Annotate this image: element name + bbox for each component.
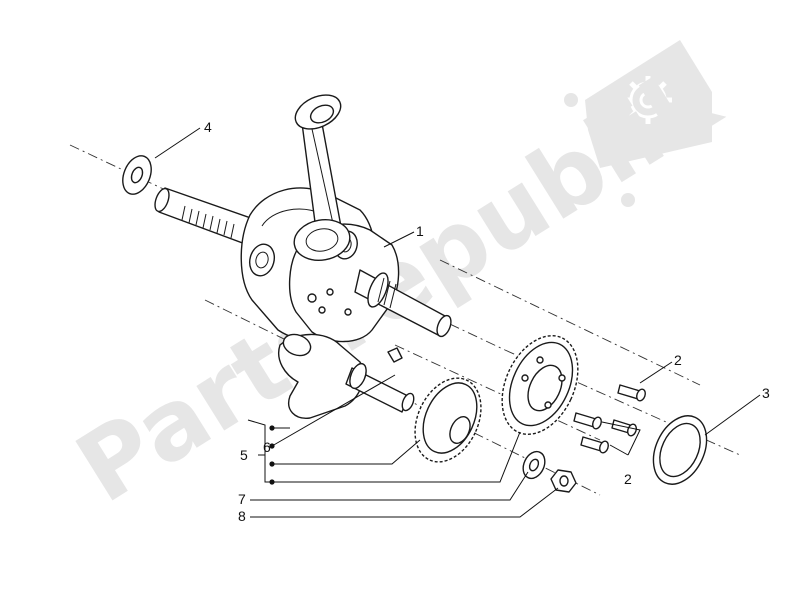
callout-4: 4 <box>204 119 212 135</box>
callout-bracket-bullets <box>269 425 275 485</box>
screw-upper <box>617 384 646 402</box>
axis-lower <box>394 344 601 441</box>
thrust-washer-part-4 <box>122 155 152 195</box>
timing-gear <box>501 335 579 435</box>
callout-2-upper: 2 <box>674 352 682 368</box>
axis-upper-right <box>439 259 701 386</box>
callout-2-lower: 2 <box>624 471 632 487</box>
watermark-logo <box>564 40 712 207</box>
woodruff-key-part-6 <box>387 347 403 363</box>
gear-icon <box>624 76 672 124</box>
callout-5: 5 <box>240 447 248 463</box>
screw-middle <box>573 412 602 430</box>
callout-labels: 4 1 2 3 2 5 6 7 8 <box>204 119 770 524</box>
callout-6: 6 <box>263 439 271 455</box>
leader-lines <box>154 127 761 518</box>
screws-part-2 <box>573 384 646 454</box>
washer-part-7 <box>522 450 546 480</box>
balance-shaft <box>278 333 415 419</box>
callout-7: 7 <box>238 491 246 507</box>
callout-8: 8 <box>238 508 246 524</box>
nut-part-8 <box>550 469 577 493</box>
callout-1: 1 <box>416 223 424 239</box>
callout-3: 3 <box>762 385 770 401</box>
drive-gear <box>414 377 482 463</box>
crankshaft-part-1 <box>154 94 452 343</box>
screw-lower <box>580 436 609 454</box>
shim-ring-part-3 <box>652 415 708 485</box>
